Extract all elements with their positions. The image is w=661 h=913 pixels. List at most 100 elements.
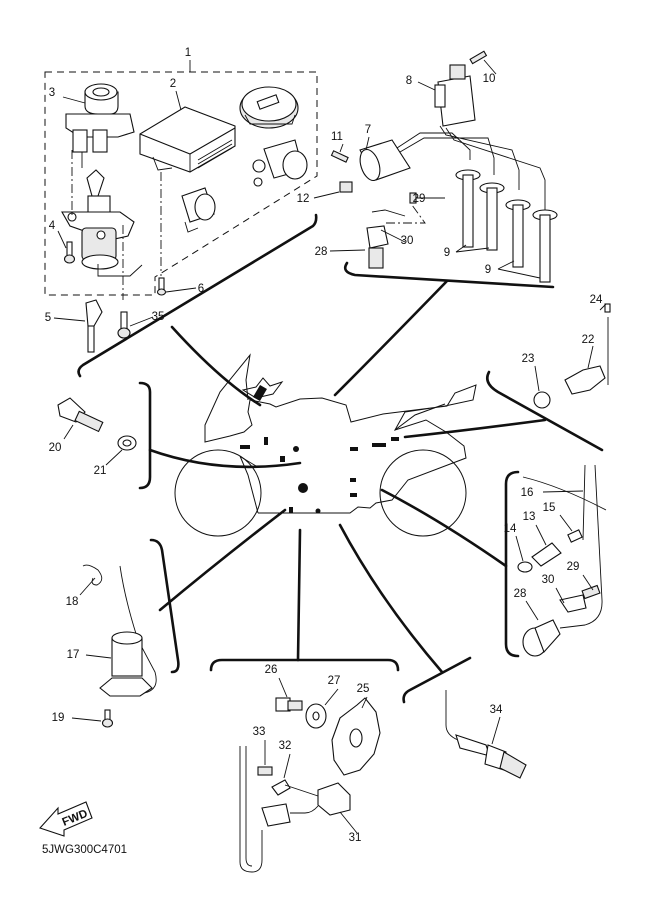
callout-31: 31 (349, 832, 362, 844)
leader-9b (497, 260, 541, 279)
key-part (85, 299, 103, 353)
callout-28: 28 (514, 588, 527, 600)
connector-thermo-switch (403, 418, 547, 439)
leader-14 (515, 535, 524, 562)
cap-15-part (567, 529, 583, 543)
callout-3: 3 (49, 87, 55, 99)
leader-21 (105, 449, 123, 466)
bracket-lock-set (77, 213, 318, 378)
callout-22: 22 (582, 334, 595, 346)
solenoid-17-part (111, 637, 143, 677)
callout-2: 2 (170, 78, 176, 90)
bolt-4-part (63, 241, 76, 264)
callout-30: 30 (542, 574, 555, 586)
ecu-unit-part (139, 106, 236, 173)
washer-23-part (533, 391, 551, 409)
plug-cap-part (455, 169, 558, 283)
callout-16: 16 (521, 487, 534, 499)
leader-34 (491, 716, 501, 745)
crank-sensor-28-part (366, 209, 406, 269)
bracket-solenoid (149, 538, 180, 674)
leader-7 (365, 136, 370, 151)
callout-15: 15 (543, 502, 556, 514)
leader-17 (85, 654, 112, 659)
leader-10 (483, 59, 497, 75)
speed-sensor-31-part (317, 782, 351, 816)
bolt-6-part (156, 277, 167, 296)
bolt-29-part (409, 192, 417, 204)
clamp-12-part (339, 181, 353, 193)
callout-30: 30 (401, 235, 414, 247)
plate-32-part (271, 779, 291, 796)
bracket-temp-sensor (138, 381, 152, 490)
connector-temp-sensor (148, 448, 302, 469)
fwd-arrow-icon: FWD (39, 801, 93, 837)
helmet-lock-part (181, 187, 216, 233)
leader-16 (542, 490, 584, 493)
o2-sensor-34-part (455, 734, 491, 757)
bracket-thermo-switch (486, 370, 604, 452)
bolt-33-part (257, 766, 273, 776)
leader-11 (339, 143, 344, 153)
bolt-10-part (469, 50, 488, 65)
bolt-11-part (330, 150, 349, 163)
leader-6 (165, 287, 197, 293)
callout-35: 35 (152, 311, 165, 323)
clamp-30b-part (559, 594, 587, 613)
connector-o2-sensor (338, 523, 444, 674)
callout-8: 8 (406, 75, 412, 87)
callout-14: 14 (504, 523, 517, 535)
callout-9: 9 (444, 247, 450, 259)
callout-9: 9 (485, 264, 491, 276)
sprocket-sensor-group (239, 677, 381, 873)
callout-7: 7 (365, 124, 371, 136)
callout-27: 27 (328, 675, 341, 687)
drawing-code: 5JWG300C4701 (42, 844, 127, 856)
leader-28a (329, 249, 366, 252)
bolt-35-part (117, 311, 131, 339)
leader-4 (57, 230, 67, 249)
leader-8 (417, 81, 436, 91)
callout-13: 13 (523, 511, 536, 523)
callout-24: 24 (590, 294, 603, 306)
leader-28b (525, 600, 539, 621)
thermo-switch-group (533, 303, 611, 409)
leader-13 (535, 524, 547, 546)
connector-coils (333, 279, 449, 397)
callout-29: 29 (413, 193, 426, 205)
seat-lock-part (252, 139, 308, 187)
leader-30b (555, 587, 565, 604)
o2-sensor-group (445, 690, 527, 779)
callout-29: 29 (567, 561, 580, 573)
callout-34: 34 (490, 704, 503, 716)
leader-26 (278, 677, 288, 698)
callout-11: 11 (331, 131, 343, 143)
main-switch-part (65, 83, 135, 168)
leader-5 (53, 317, 86, 322)
leader-9a (455, 244, 490, 253)
bracket-o2-sensor (402, 656, 472, 704)
callout-33: 33 (253, 726, 266, 738)
callout-5: 5 (45, 312, 51, 324)
lock-set-group (44, 60, 318, 353)
bracket-spark-plug (504, 470, 520, 658)
thermo-switch-22-part (564, 365, 606, 395)
connector-solenoid (158, 508, 287, 612)
leader-32 (283, 753, 291, 779)
callout-labels: 1234567899101112131415161718192021222324… (45, 47, 603, 844)
callout-6: 6 (198, 283, 204, 295)
connector-lock-set (170, 325, 262, 407)
leader-31 (339, 811, 358, 834)
solenoid-group (71, 564, 157, 728)
callout-12: 12 (297, 193, 310, 205)
motorcycle-silhouette (174, 353, 477, 537)
ignition-coil-group (313, 50, 558, 283)
callout-4: 4 (49, 220, 56, 232)
leader-20 (63, 424, 74, 440)
callout-10: 10 (483, 73, 496, 85)
callout-19: 19 (52, 712, 65, 724)
leader-27 (324, 688, 339, 706)
spark-plug-13-part (531, 542, 562, 567)
connector-sprocket-sensor (296, 528, 302, 662)
